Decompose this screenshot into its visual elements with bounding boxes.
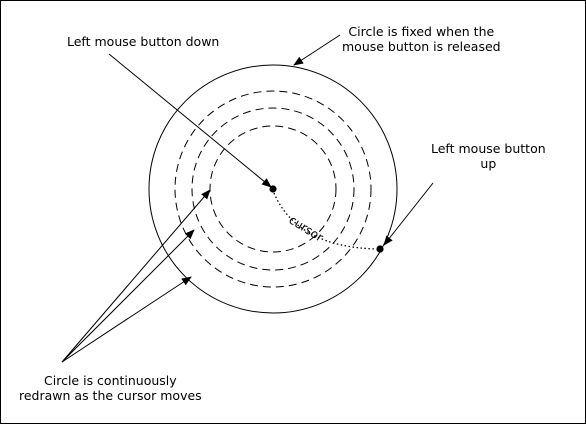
arrow-mouse-down	[108, 53, 272, 188]
arrow-mouse-up	[383, 182, 434, 246]
arrow-redrawn-middle	[61, 229, 195, 363]
final-circle	[148, 64, 398, 314]
release-point	[376, 245, 384, 253]
arrow-circle-fixed	[293, 34, 341, 66]
label-redrawn: Circle is continuously redrawn as the cu…	[19, 373, 202, 403]
label-mouse-up: Left mouse button up	[431, 141, 546, 171]
label-mouse-down: Left mouse button down	[67, 34, 220, 49]
cursor-label: cursor	[286, 213, 325, 245]
dashed-circle-middle	[191, 107, 355, 271]
dashed-circle-inner	[209, 125, 337, 253]
arrow-redrawn-outer	[61, 276, 192, 363]
arrow-redrawn-inner	[61, 189, 211, 363]
label-circle-fixed: Circle is fixed when the mouse button is…	[342, 24, 501, 54]
cursor-path	[273, 192, 378, 250]
dashed-circle-outer	[174, 90, 372, 288]
